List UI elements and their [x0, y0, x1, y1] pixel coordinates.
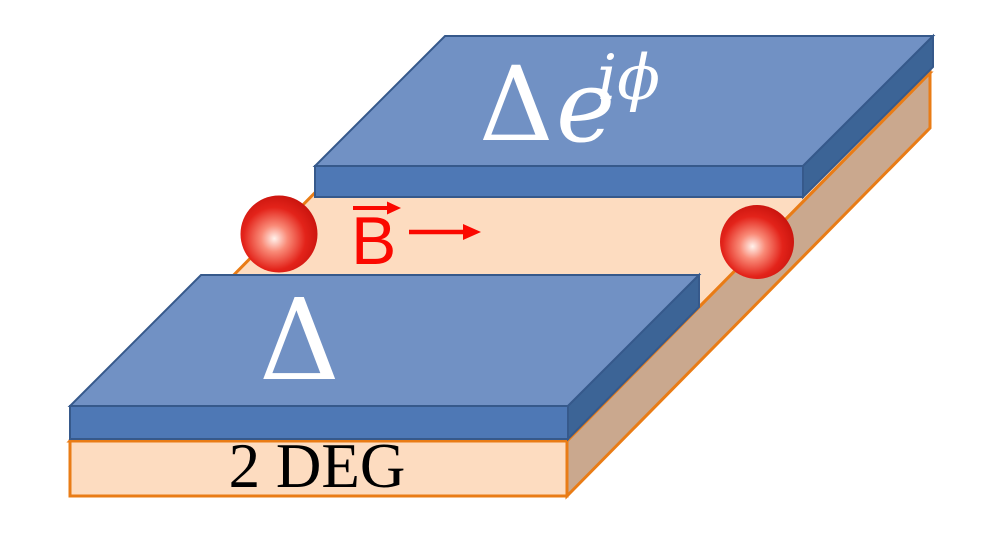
majorana-sphere-right [720, 205, 794, 279]
field-vector-overarrow-head-icon [387, 201, 401, 215]
majorana-sphere-left [240, 195, 318, 273]
field-direction-arrow-head-icon [463, 224, 481, 240]
plain-contact-front-face [69, 405, 569, 440]
substrate-front-face [68, 439, 569, 498]
phase-contact-front-face [314, 165, 804, 198]
phase-contact-label-delta: Δ [479, 45, 553, 165]
phase-contact-label-e: e [556, 48, 615, 165]
plain-contact-label-delta: Δ [259, 276, 340, 406]
substrate-label: 2 DEG [229, 431, 406, 501]
field-label: B [351, 203, 396, 279]
phase-contact-label-exponent: iϕ [597, 41, 660, 114]
